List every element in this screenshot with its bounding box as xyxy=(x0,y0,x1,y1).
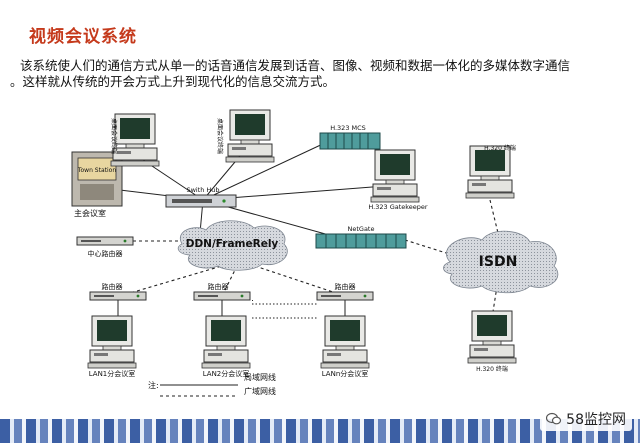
intro-text: 该系统使人们的通信方式从单一的话音通信发展到话音、图像、视频和数据一体化的多媒体… xyxy=(10,58,620,90)
branch-lan1: 路由器 LAN1分会议室 xyxy=(87,282,147,378)
main-room-sign: Town Station xyxy=(77,167,116,174)
main-room-terminal: Town Station 主会议室 xyxy=(71,151,123,218)
switch-hub-label: Swith Hub xyxy=(186,186,219,194)
ddn-label: DDN/FrameRely xyxy=(186,238,279,250)
router3-label: 路由器 xyxy=(335,282,356,291)
chat-bubble-icon xyxy=(546,412,562,425)
branch-lan2: 路由器 LAN2分会议室 xyxy=(193,282,251,378)
isdn-label: ISDN xyxy=(479,254,518,270)
desktop-terminal-2: 桌面会议终端 xyxy=(216,109,275,163)
h320-bottom-label: H.320 终端 xyxy=(476,365,508,373)
netgate-label: NetGate xyxy=(348,225,375,233)
legend: 注: 局域网线 广域网线 xyxy=(148,372,276,397)
intro-line-2: 。这样就从传统的开会方式上升到现代化的信息交流方式。 xyxy=(10,74,336,89)
lan2-label: LAN2分会议室 xyxy=(203,369,250,378)
switch-hub: Swith Hub xyxy=(165,186,237,208)
router2-label: 路由器 xyxy=(208,282,229,291)
lan1-label: LAN1分会议室 xyxy=(89,369,136,378)
h320-terminal-top: H.320 终端 xyxy=(465,144,516,199)
center-router-label: 中心路由器 xyxy=(88,249,123,258)
center-router: 中心路由器 xyxy=(76,236,134,258)
isdn-cloud: ISDN xyxy=(443,230,559,294)
gatekeeper-label: H.323 Gatekeeper xyxy=(368,203,428,211)
legend-wan-label: 广域网线 xyxy=(244,386,276,396)
lann-label: LANn分会议室 xyxy=(322,369,369,378)
branch-dotted-separators xyxy=(252,300,253,301)
h320-top-label: H.320 终端 xyxy=(484,144,516,152)
h320-terminal-bottom: H.320 终端 xyxy=(467,310,517,373)
h323-mcs: H.323 MCS xyxy=(319,124,381,150)
router1-label: 路由器 xyxy=(102,282,123,291)
legend-lan-label: 局域网线 xyxy=(244,372,276,382)
netgate: NetGate xyxy=(315,225,407,249)
h323-mcs-label: H.323 MCS xyxy=(330,124,366,132)
main-room-label: 主会议室 xyxy=(74,208,106,218)
desktop-terminal-1: 桌面会议终端 xyxy=(110,113,160,167)
watermark: 58监控网 xyxy=(540,407,632,431)
ddn-cloud: DDN/FrameRely xyxy=(177,220,288,271)
wan-links xyxy=(115,199,499,319)
intro-line-1: 该系统使人们的通信方式从单一的话音通信发展到话音、图像、视频和数据一体化的多媒体… xyxy=(20,58,571,73)
branch-lann: 路由器 LANn分会议室 xyxy=(316,282,374,378)
desktop-terminal-1-label: 桌面会议终端 xyxy=(110,118,118,154)
gatekeeper: H.323 Gatekeeper xyxy=(368,149,428,211)
footer-stripe xyxy=(0,419,640,443)
desktop-terminal-2-label: 桌面会议终端 xyxy=(216,118,224,154)
legend-note: 注: xyxy=(148,380,159,390)
watermark-text: 58监控网 xyxy=(566,412,626,428)
page-title: 视频会议系统 xyxy=(29,27,137,47)
